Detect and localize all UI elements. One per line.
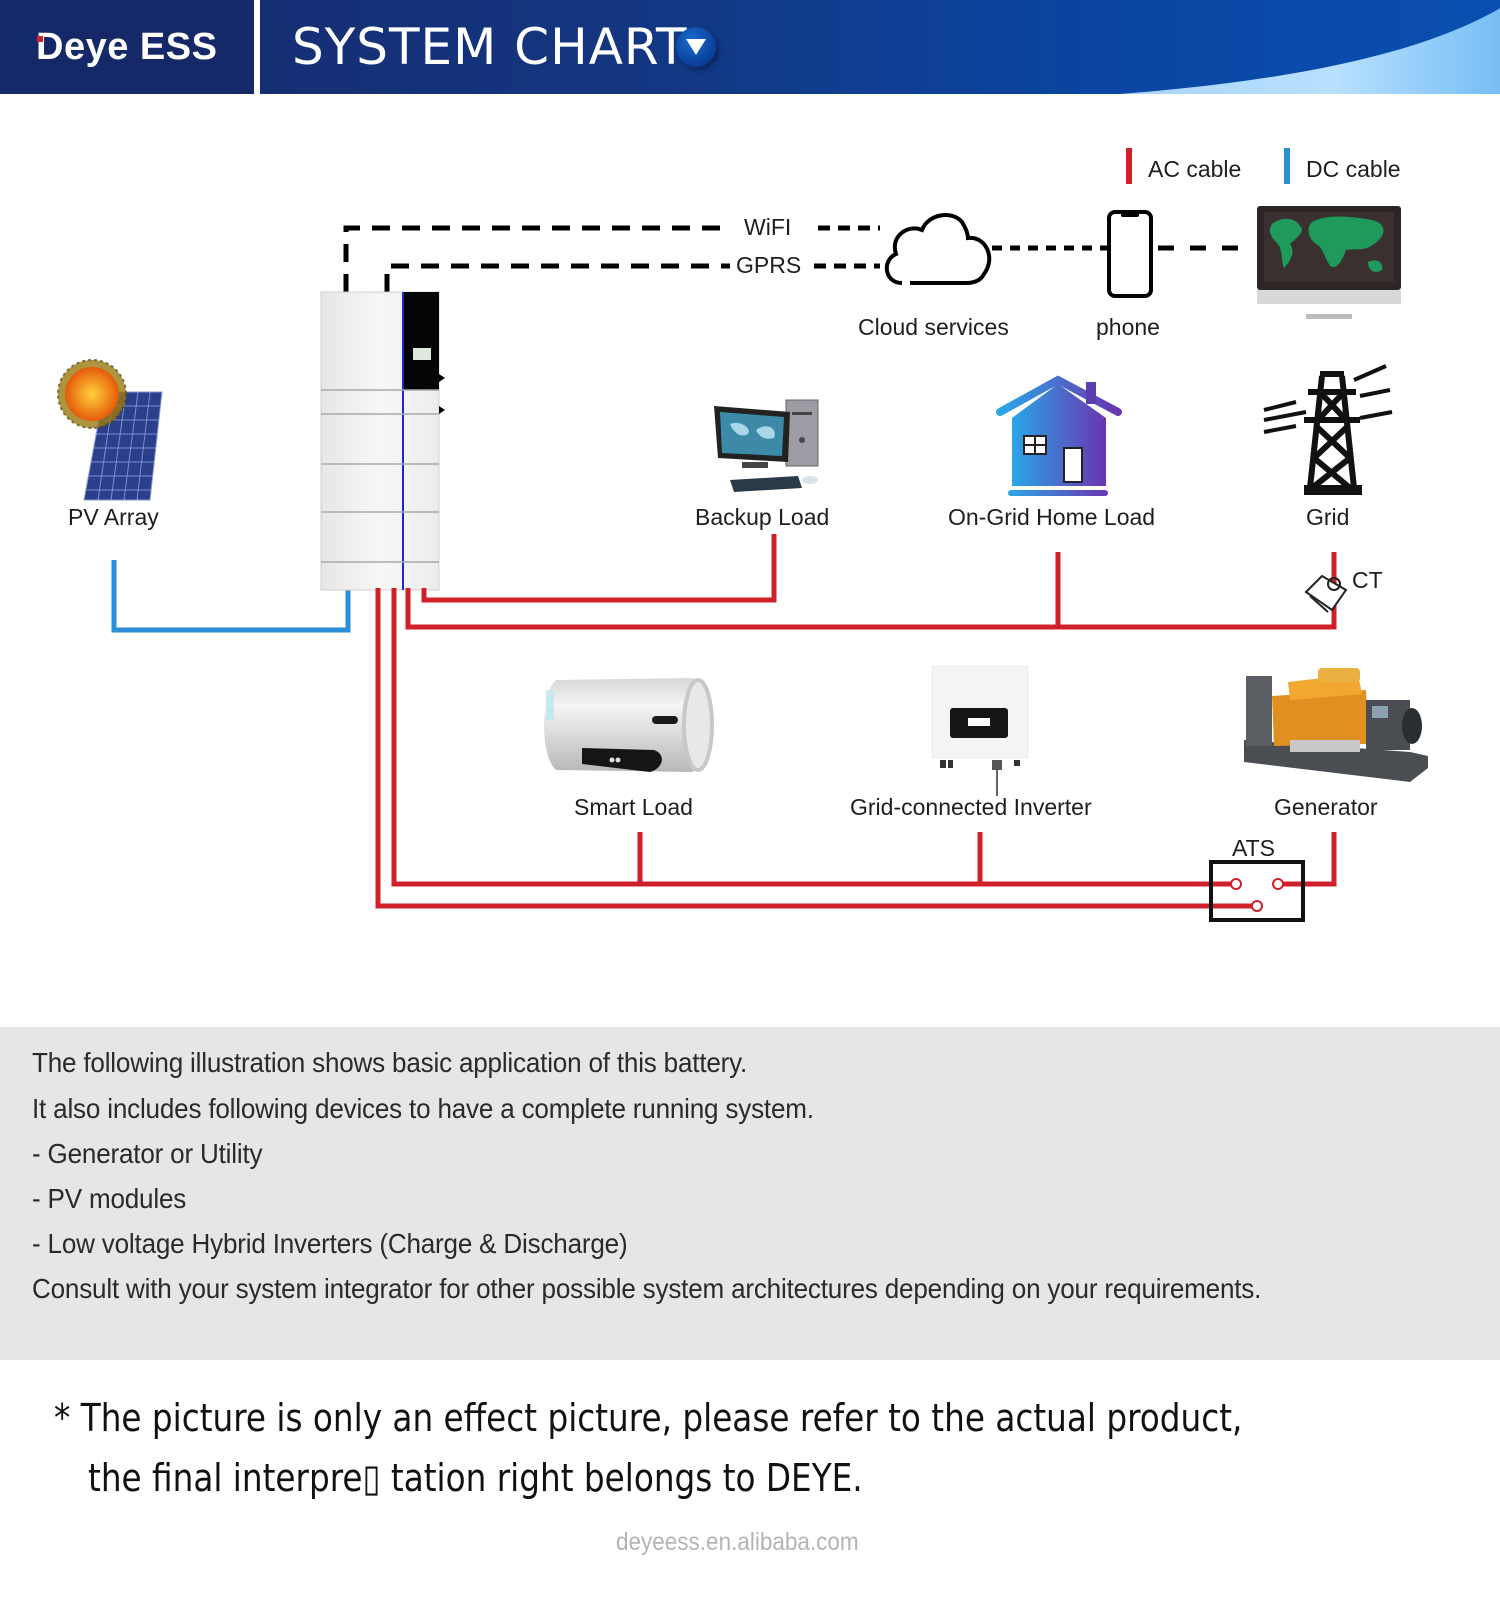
- smart-load-label: Smart Load: [574, 794, 693, 820]
- logo-red-mark: [37, 36, 43, 42]
- monitor-world-map-icon: [1257, 206, 1401, 319]
- info-panel: The following illustration shows basic a…: [0, 1027, 1500, 1360]
- legend-ac-cable: AC cable: [1126, 148, 1241, 184]
- dc-legend-label: DC cable: [1306, 156, 1401, 182]
- dc-legend-swatch: [1284, 148, 1290, 184]
- logo-container: Deye ESS: [0, 0, 254, 94]
- power-tower-icon: [1263, 364, 1393, 495]
- generator-label: Generator: [1274, 794, 1378, 820]
- header-decorative-curve: [1120, 8, 1500, 94]
- header-divider: [254, 0, 260, 94]
- grid-label: Grid: [1306, 504, 1349, 530]
- header-banner: Deye ESS SYSTEM CHART: [0, 0, 1500, 94]
- current-transformer-icon: [1304, 574, 1348, 613]
- brand-logo[interactable]: Deye ESS: [36, 26, 217, 69]
- info-line-3: - Generator or Utility: [32, 1138, 263, 1169]
- ac-legend-swatch: [1126, 148, 1132, 184]
- ac-cables-upper: [405, 534, 1337, 630]
- wifi-label: WiFI: [744, 214, 791, 240]
- water-heater-icon: [544, 678, 714, 772]
- on-grid-home-load-label: On-Grid Home Load: [948, 504, 1155, 530]
- battery-inverter-stack-icon: [320, 291, 445, 591]
- grid-connected-inverter-label: Grid-connected Inverter: [850, 794, 1092, 820]
- transfer-switch-icon: [1209, 860, 1305, 922]
- system-diagram: AC cable DC cable WiFI GPRS Cloud servic…: [57, 148, 1428, 922]
- diesel-generator-icon: [1244, 668, 1428, 782]
- page-title: SYSTEM CHART: [292, 18, 688, 76]
- cloud-services-label: Cloud services: [858, 314, 1009, 340]
- solar-panel-sun-icon: [57, 359, 163, 501]
- info-line-2: It also includes following devices to ha…: [32, 1093, 814, 1124]
- ct-label: CT: [1352, 567, 1383, 593]
- info-line-1: The following illustration shows basic a…: [32, 1047, 748, 1078]
- dc-cable-pv: [111, 560, 351, 633]
- wifi-link-line: [343, 225, 732, 292]
- house-icon: [996, 375, 1122, 496]
- disclaimer-line-1: * The picture is only an effect picture,…: [54, 1396, 1243, 1440]
- triangle-down-icon: [686, 39, 706, 55]
- pv-array-label: PV Array: [68, 504, 159, 530]
- gprs-link-line: [384, 263, 730, 292]
- string-inverter-icon: [931, 665, 1029, 796]
- ats-label: ATS: [1232, 835, 1275, 861]
- legend-dc-cable: DC cable: [1284, 148, 1401, 184]
- logo-suffix-text: ESS: [139, 26, 218, 68]
- phone-label: phone: [1096, 314, 1160, 340]
- desktop-computer-icon: [714, 399, 819, 492]
- ac-legend-label: AC cable: [1148, 156, 1241, 182]
- disclaimer-line-2: the final interpre▯ tation right belongs…: [88, 1456, 863, 1500]
- info-line-6: Consult with your system integrator for …: [32, 1273, 1262, 1304]
- smartphone-icon: [1107, 210, 1153, 298]
- info-line-5: - Low voltage Hybrid Inverters (Charge &…: [32, 1228, 628, 1259]
- cloud-icon: [885, 213, 992, 285]
- title-dropdown-button[interactable]: [676, 27, 716, 67]
- info-line-4: - PV modules: [32, 1183, 187, 1214]
- backup-load-label: Backup Load: [695, 504, 829, 530]
- ac-cables-lower: [375, 588, 1337, 909]
- watermark: deyeess.en.alibaba.com: [616, 1528, 859, 1556]
- gprs-label: GPRS: [736, 252, 801, 278]
- logo-brand-text: Deye: [36, 26, 129, 68]
- communication-links: [343, 225, 1254, 292]
